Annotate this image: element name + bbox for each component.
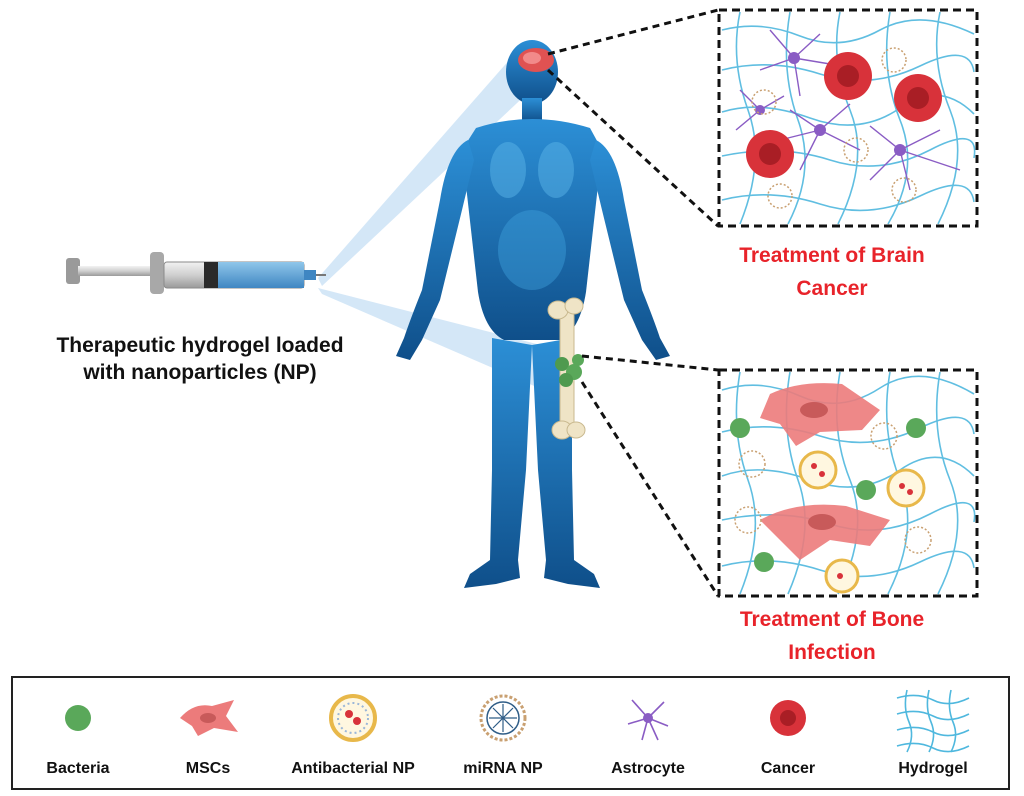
legend-box: Bacteria MSCs Antibacterial NP miRNA NP — [11, 676, 1010, 790]
astrocyte-icon — [627, 699, 669, 741]
legend-label: Astrocyte — [611, 760, 685, 777]
brain-injection-beam — [318, 50, 548, 286]
legend-label: miRNA NP — [463, 760, 543, 777]
legend-item-astrocyte: Astrocyte — [593, 678, 703, 788]
legend-item-cancer: Cancer — [733, 678, 843, 788]
legend-item-hydrogel: Hydrogel — [873, 678, 993, 788]
msc-icon — [180, 700, 238, 736]
bone-caption-line2: Infection — [788, 640, 876, 664]
brain-caption-line2: Cancer — [796, 276, 868, 300]
mirna-np-icon — [479, 694, 527, 742]
femur-bone — [547, 297, 586, 440]
syringe-icon — [66, 252, 326, 294]
bone-caption-line1: Treatment of Bone — [739, 608, 925, 631]
bacteria-icon — [65, 705, 91, 731]
brain-cancer-zoom-panel — [717, 8, 979, 228]
legend-item-mscs: MSCs — [153, 678, 263, 788]
human-body-figure — [396, 40, 670, 588]
legend-label: Hydrogel — [898, 760, 968, 777]
syringe-caption: Therapeutic hydrogel loaded with nanopar… — [20, 332, 380, 387]
legend-label: Bacteria — [46, 760, 110, 777]
bone-infection-zoom-panel — [717, 368, 979, 598]
legend-item-antibacterial-np: Antibacterial NP — [283, 678, 423, 788]
cancer-cell-icon — [770, 700, 806, 736]
bone-infection-caption: Treatment of Bone Infection — [712, 604, 952, 669]
brain-cancer-caption: Treatment of Brain Cancer — [712, 240, 952, 305]
legend-label: Cancer — [760, 760, 816, 777]
brain-caption-line1: Treatment of Brain — [739, 244, 925, 267]
hydrogel-icon — [896, 689, 970, 753]
legend-label: MSCs — [185, 760, 231, 777]
syringe-caption-line2: with nanoparticles (NP) — [83, 361, 317, 385]
syringe-caption-line1: Therapeutic hydrogel loaded — [56, 334, 344, 357]
antibacterial-np-icon — [329, 694, 377, 742]
legend-item-bacteria: Bacteria — [23, 678, 133, 788]
legend-label: Antibacterial NP — [291, 760, 415, 777]
legend-item-mirna-np: miRNA NP — [443, 678, 563, 788]
